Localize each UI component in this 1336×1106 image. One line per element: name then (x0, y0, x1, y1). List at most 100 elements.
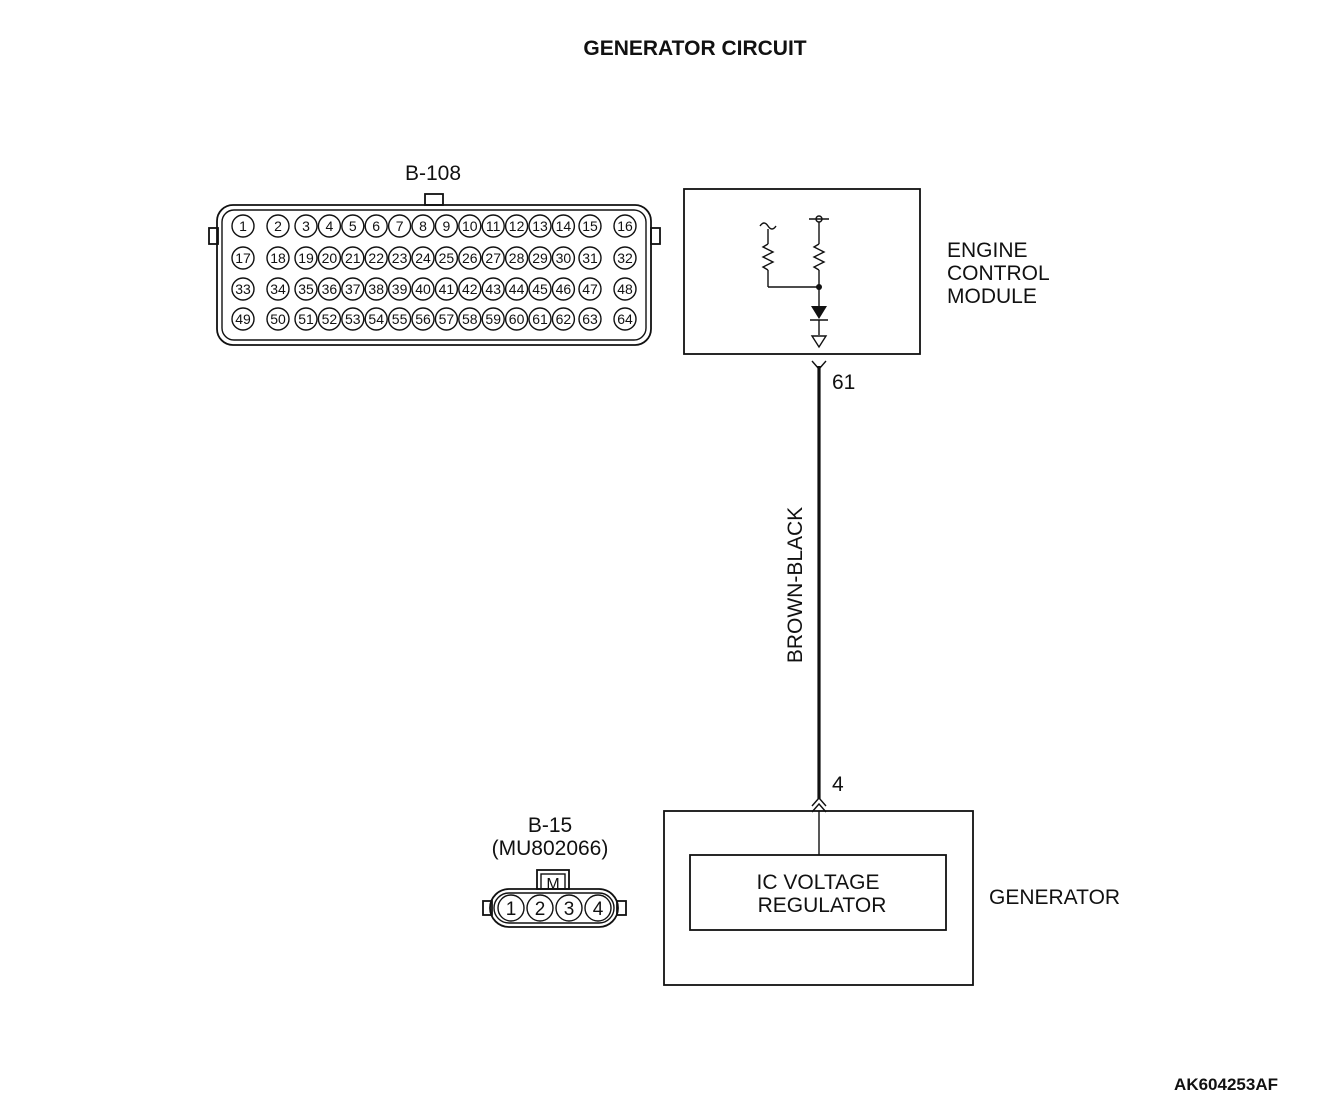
connector-b108-pin-number: 57 (439, 311, 455, 327)
connector-b108-pin-number: 21 (345, 250, 361, 266)
connector-b108-pin (504, 307, 529, 331)
connector-b108-pin-number: 5 (349, 218, 357, 234)
connector-b108-pin-number: 61 (532, 311, 548, 327)
connector-b15-pin (584, 894, 612, 922)
connector-b108-pin-number: 25 (439, 250, 455, 266)
connector-b108-pin (317, 214, 342, 238)
harness-wire: BROWN-BLACK (784, 366, 821, 799)
connector-b108-pin-number: 4 (326, 218, 334, 234)
connector-b108-pin (481, 277, 505, 301)
ecm-junction-dot (816, 284, 822, 290)
figure-id: AK604253AF (1174, 1075, 1278, 1094)
connector-b108-pin-number: 52 (322, 311, 338, 327)
connector-b15-pin-number: 3 (564, 899, 575, 920)
connector-b108-pin (317, 277, 342, 301)
connector-b108-pin-number: 34 (270, 281, 286, 297)
connector-b108-pin-number: 41 (439, 281, 455, 297)
connector-b108-pin-number: 30 (556, 250, 572, 266)
connector-b108-pin (504, 277, 529, 301)
connector-b108-pin (578, 214, 602, 238)
ic-voltage-regulator-line-2: REGULATOR (758, 894, 887, 917)
connector-b108-pin (341, 214, 365, 238)
connector-b108-pin-number: 29 (532, 250, 548, 266)
connector-b108-pin-number: 54 (368, 311, 384, 327)
connector-b108-pin-number: 47 (582, 281, 598, 297)
connector-b108-pin (411, 277, 435, 301)
connector-b108-pin-number: 64 (617, 311, 633, 327)
connector-b108-pin (387, 307, 412, 331)
connector-b108-pin-number: 40 (415, 281, 431, 297)
connector-b108-pin-number: 51 (298, 311, 314, 327)
connector-b108-pin (231, 277, 255, 301)
connector-b108-pin (266, 277, 290, 301)
connector-b108-pin (231, 214, 255, 238)
connector-b108-pin-number: 8 (419, 218, 427, 234)
connector-b108-pin-number: 23 (392, 250, 408, 266)
connector-b108-side-tab-left (208, 227, 219, 245)
connector-b15-housing-inner (493, 892, 615, 924)
connector-b108-pin-number: 45 (532, 281, 548, 297)
ecm-tilde-symbol (759, 222, 777, 230)
connector-b15-label: B-15 (528, 814, 572, 837)
connector-b108-pin (266, 246, 290, 270)
connector-b15-housing-outer (489, 888, 619, 928)
connector-b108-pin-number: 1 (239, 218, 247, 234)
connector-b108-pin-number: 37 (345, 281, 361, 297)
connector-b108-pin-number: 39 (392, 281, 408, 297)
connector-b108-pin (387, 246, 412, 270)
connector-b108-lock-tab (424, 193, 444, 206)
connector-b108-side-tab-right (650, 227, 661, 245)
connector-b108-pin (578, 307, 602, 331)
connector-b108-pin-number: 3 (302, 218, 310, 234)
connector-b108-pin (528, 307, 552, 331)
ic-voltage-regulator-line-1: IC VOLTAGE (757, 871, 880, 894)
connector-b108-pin-number: 28 (509, 250, 525, 266)
connector-b108-pin-number: 46 (556, 281, 572, 297)
connector-b108-pin (613, 214, 637, 238)
ecm-internal-circuit (759, 215, 829, 349)
connector-b108-pin-number: 9 (443, 218, 451, 234)
connector-b108-pin (364, 307, 388, 331)
connector-b108-pin (504, 246, 529, 270)
connector-b108-pin-number: 62 (556, 311, 572, 327)
connector-b108-pin (341, 307, 365, 331)
connector-b108-pin (387, 214, 412, 238)
connector-b108-pin-number: 20 (322, 250, 338, 266)
connector-b108-pin (434, 277, 459, 301)
connector-b108-pin-number: 18 (270, 250, 286, 266)
connector-b108-pin (317, 246, 342, 270)
connector-b108-pin (341, 277, 365, 301)
connector-b15-pin-number: 1 (506, 899, 517, 920)
connector-b108-pin (317, 307, 342, 331)
connector-b108-pin-number: 16 (617, 218, 633, 234)
connector-b108-pin-number: 13 (532, 218, 548, 234)
connector-b108-pin (411, 246, 435, 270)
connector-b108-pin-number: 27 (485, 250, 501, 266)
connector-b108-pin (481, 214, 505, 238)
connector-b108-pin-number: 15 (582, 218, 598, 234)
connector-b108-pin (578, 246, 602, 270)
connector-b108-pin (294, 246, 318, 270)
connector-b15-pin (497, 894, 525, 922)
connector-b108-pin (551, 214, 576, 238)
connector-b108-housing-inner (221, 209, 647, 341)
connector-b108-pin-number: 10 (462, 218, 478, 234)
connector-b15-pin-number: 4 (593, 899, 604, 920)
connector-b108-pin (551, 277, 576, 301)
diagram-title: GENERATOR CIRCUIT (583, 37, 806, 60)
connector-b15-pin (526, 894, 554, 922)
connector-b15-pin (555, 894, 583, 922)
connector-b108-pin (481, 307, 505, 331)
generator-terminal-4-mark (811, 796, 827, 807)
ecm-box (683, 188, 921, 355)
ecm-resistor-left (761, 243, 775, 271)
connector-b108-pin-number: 43 (485, 281, 501, 297)
connector-b108-pin (434, 214, 459, 238)
connector-b108-pin (458, 214, 482, 238)
connector-b108-pin (528, 246, 552, 270)
generator-terminal-4: 4 (832, 773, 844, 796)
